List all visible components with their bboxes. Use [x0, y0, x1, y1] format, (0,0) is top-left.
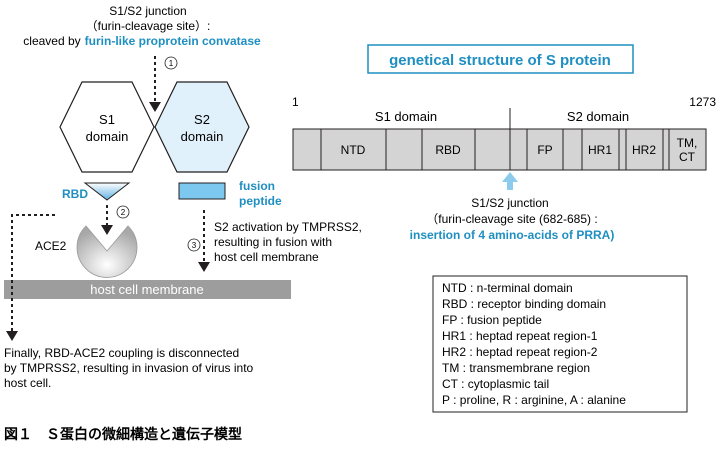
s1-label-line1: S1: [99, 112, 115, 127]
s1-hexagon: [59, 81, 155, 173]
s2-label-line1: S2: [194, 112, 210, 127]
finally-line1: Finally, RBD-ACE2 coupling is disconnect…: [4, 346, 239, 360]
segment-hr2: HR2: [632, 143, 656, 157]
structure-title: genetical structure of S protein: [389, 52, 611, 69]
step1-circle: [164, 56, 178, 70]
step1-number: 1: [169, 59, 174, 68]
junction-insertion: insertion of 4 amino-acids of PRRA): [410, 228, 615, 242]
structure-title-box: [367, 44, 634, 74]
junction-top-title: S1/S2 junction: [109, 4, 186, 18]
legend-box: [432, 275, 688, 413]
segment-tm: TM,: [677, 136, 698, 150]
legend-item: NTD : n-terminal domain: [442, 281, 573, 295]
legend-item: HR1 : heptad repeat region-1: [442, 329, 598, 343]
step2-number: 2: [121, 208, 126, 217]
position-start: 1: [292, 95, 299, 109]
segment-rbd: RBD: [435, 143, 461, 157]
junction-site: （furin-cleavage site (682-685) :: [426, 212, 597, 226]
s2-label-line2: domain: [181, 129, 224, 144]
legend-item: TM : transmembrane region: [442, 361, 590, 375]
fusion-peptide-box: [178, 182, 226, 200]
figure-caption: 図１ Ｓ蛋白の微細構造と遺伝子模型: [4, 426, 242, 442]
segment-fp: FP: [537, 143, 552, 157]
legend-item: CT : cytoplasmic tail: [442, 377, 549, 391]
fusion-label-line2: peptide: [239, 194, 282, 208]
ace2-label: ACE2: [35, 239, 67, 253]
step3-circle: [187, 238, 201, 252]
step2-circle: [116, 205, 130, 219]
step1-arrowhead: [149, 102, 161, 112]
segment-hr1: HR1: [588, 143, 612, 157]
legend-item: P : proline, R : arginine, A : alanine: [442, 393, 626, 407]
invasion-arrowhead: [6, 331, 18, 341]
junction-arrow-stem: [507, 181, 513, 190]
junction-title: S1/S2 junction: [471, 196, 548, 210]
s1-domain-label: S1 domain: [375, 109, 437, 124]
rbd-triangle: [83, 182, 131, 201]
position-end: 1273: [689, 95, 716, 109]
ace2-receptor: [76, 225, 138, 278]
legend-item: RBD : receptor binding domain: [442, 297, 606, 311]
s2-activation-line2: resulting in fusion with: [214, 235, 332, 249]
legend-item: FP : fusion peptide: [442, 313, 542, 327]
step2-arrowhead: [101, 225, 113, 235]
junction-top-subtitle: （furin-cleavage site）:: [86, 19, 211, 33]
gene-bar: [292, 128, 707, 171]
junction-arrow-head: [502, 172, 518, 182]
s1-label-line2: domain: [86, 129, 129, 144]
s2-hexagon: [154, 81, 250, 173]
invasion-path: [11, 214, 55, 332]
step3-number: 3: [192, 241, 197, 250]
step3-arrowhead: [198, 262, 210, 272]
cleaved-prefix: cleaved by: [23, 34, 80, 48]
junction-top-cleaved: cleaved by furin-like proprotein convatas…: [23, 34, 261, 48]
s2-domain-label: S2 domain: [567, 109, 629, 124]
segment-ntd: NTD: [341, 143, 366, 157]
gene-bar-dividers: [320, 129, 670, 170]
host-cell-membrane: [4, 280, 291, 299]
segment-ct: CT: [679, 150, 696, 164]
fusion-label-line1: fusion: [239, 179, 275, 193]
s2-activation-line3: host cell membrane: [214, 250, 319, 264]
enzyme-name: furin-like proprotein convatase: [85, 34, 261, 48]
membrane-label: host cell membrane: [90, 282, 203, 297]
finally-line2: by TMPRSS2, resulting in invasion of vir…: [4, 361, 254, 375]
s2-activation-line1: S2 activation by TMPRSS2,: [214, 220, 362, 234]
finally-line3: host cell.: [4, 376, 51, 390]
legend-item: HR2 : heptad repeat region-2: [442, 345, 598, 359]
rbd-label: RBD: [62, 187, 88, 201]
